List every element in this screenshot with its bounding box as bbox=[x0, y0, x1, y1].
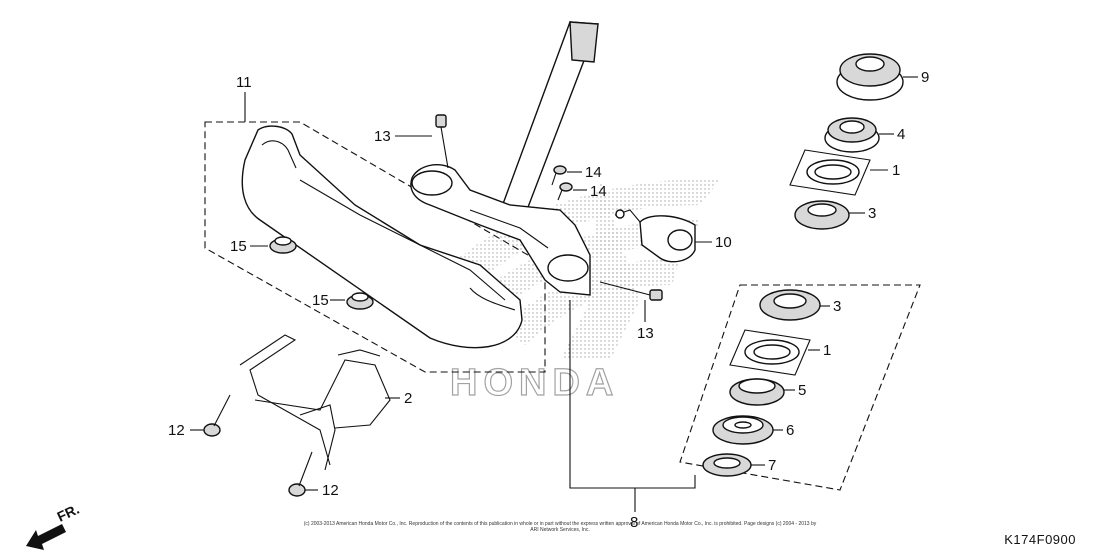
callout-15-lower: 15 bbox=[312, 292, 329, 309]
callout-6: 6 bbox=[786, 422, 794, 439]
grommet-part-upper bbox=[269, 236, 297, 254]
copyright-fine-print: (c) 2003-2013 American Honda Motor Co., … bbox=[303, 521, 817, 533]
callout-5: 5 bbox=[798, 382, 806, 399]
cone-race-part-4 bbox=[824, 117, 880, 153]
callout-10: 10 bbox=[715, 234, 732, 251]
steel-ball-part-1-lower bbox=[729, 329, 811, 376]
bolt-13-upper bbox=[435, 114, 449, 169]
steel-ball-part-1-upper bbox=[789, 149, 871, 196]
callout-1-upper: 1 bbox=[892, 162, 900, 179]
callout-12-right: 12 bbox=[322, 482, 339, 499]
callout-14-lower: 14 bbox=[590, 183, 607, 200]
bolt-12-right bbox=[288, 451, 313, 497]
callout-14-upper: 14 bbox=[585, 164, 602, 181]
callout-15-upper: 15 bbox=[230, 238, 247, 255]
diagram-code: K174F0900 bbox=[1004, 532, 1076, 547]
lock-nut-part-9 bbox=[836, 53, 904, 101]
callout-3-lower: 3 bbox=[833, 298, 841, 315]
kit-outline-11 bbox=[204, 121, 546, 373]
callout-13-upper: 13 bbox=[374, 128, 391, 145]
screw-14-upper bbox=[551, 165, 567, 186]
screw-14-lower bbox=[557, 182, 573, 201]
callout-1-lower: 1 bbox=[823, 342, 831, 359]
cone-race-part-5 bbox=[729, 378, 785, 406]
fork-cover-part bbox=[241, 125, 523, 349]
callout-13-lower: 13 bbox=[637, 325, 654, 342]
wire-bracket-part-2 bbox=[239, 334, 391, 471]
callout-4: 4 bbox=[897, 126, 905, 143]
kit-outline-8 bbox=[679, 284, 921, 491]
dust-seal-part-6 bbox=[712, 415, 774, 445]
honda-watermark-text: HONDA bbox=[450, 362, 619, 404]
steering-stem-shaft bbox=[499, 21, 599, 216]
race-part-3-lower bbox=[759, 289, 821, 321]
front-direction-arrow: FR. bbox=[26, 501, 82, 550]
bolt-12-left bbox=[203, 394, 231, 437]
callout-7: 7 bbox=[768, 457, 776, 474]
callout-8: 8 bbox=[630, 514, 638, 531]
callout-9: 9 bbox=[921, 69, 929, 86]
callout-11: 11 bbox=[236, 74, 252, 91]
washer-part-7 bbox=[702, 453, 752, 477]
wire-clamp-part-10 bbox=[614, 209, 696, 263]
callout-3-upper: 3 bbox=[868, 205, 876, 222]
front-direction-label: FR. bbox=[55, 501, 82, 525]
steering-stem-bridge bbox=[410, 164, 591, 296]
callout-2: 2 bbox=[404, 390, 412, 407]
bolt-13-lower bbox=[599, 281, 663, 301]
race-part-3-upper bbox=[794, 200, 850, 230]
callout-12-left: 12 bbox=[168, 422, 185, 439]
grommet-part-lower bbox=[346, 292, 374, 310]
